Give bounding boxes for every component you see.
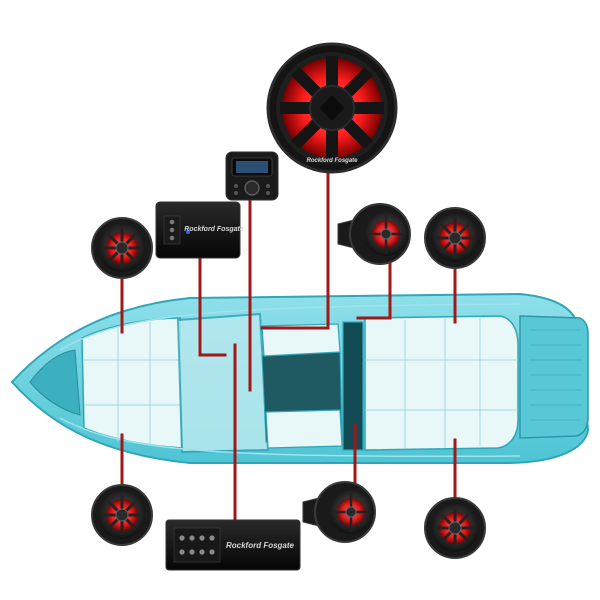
windshield: [176, 312, 270, 454]
volume-knob[interactable]: [244, 180, 260, 196]
small-amp-logo: Rockford Fosgate: [184, 226, 244, 233]
aft-seating: [364, 315, 519, 451]
head-unit[interactable]: [225, 151, 279, 201]
subwoofer-logo: Rockford Fosgate: [306, 158, 358, 164]
boat: [10, 292, 590, 464]
wiring: [120, 166, 457, 522]
small-amplifier[interactable]: Rockford Fosgate: [155, 201, 244, 259]
large-amplifier[interactable]: Rockford Fosgate: [165, 519, 301, 571]
speaker-front-right[interactable]: [424, 207, 486, 269]
tower: [342, 321, 364, 451]
subwoofer[interactable]: Rockford Fosgate: [266, 42, 398, 174]
passenger-seat: [265, 409, 343, 449]
helm-seat: [261, 323, 341, 357]
speaker-rear-left[interactable]: [91, 484, 153, 546]
tower-speaker-top[interactable]: [337, 203, 411, 265]
large-amp-logo: Rockford Fosgate: [226, 541, 295, 550]
speaker-front-left[interactable]: [91, 217, 153, 279]
bow-seating: [81, 317, 183, 449]
speaker-rear-right[interactable]: [424, 497, 486, 559]
swim-platform: [519, 315, 589, 439]
bow-locker: [29, 349, 81, 416]
tower-speaker-bottom[interactable]: [302, 481, 376, 543]
